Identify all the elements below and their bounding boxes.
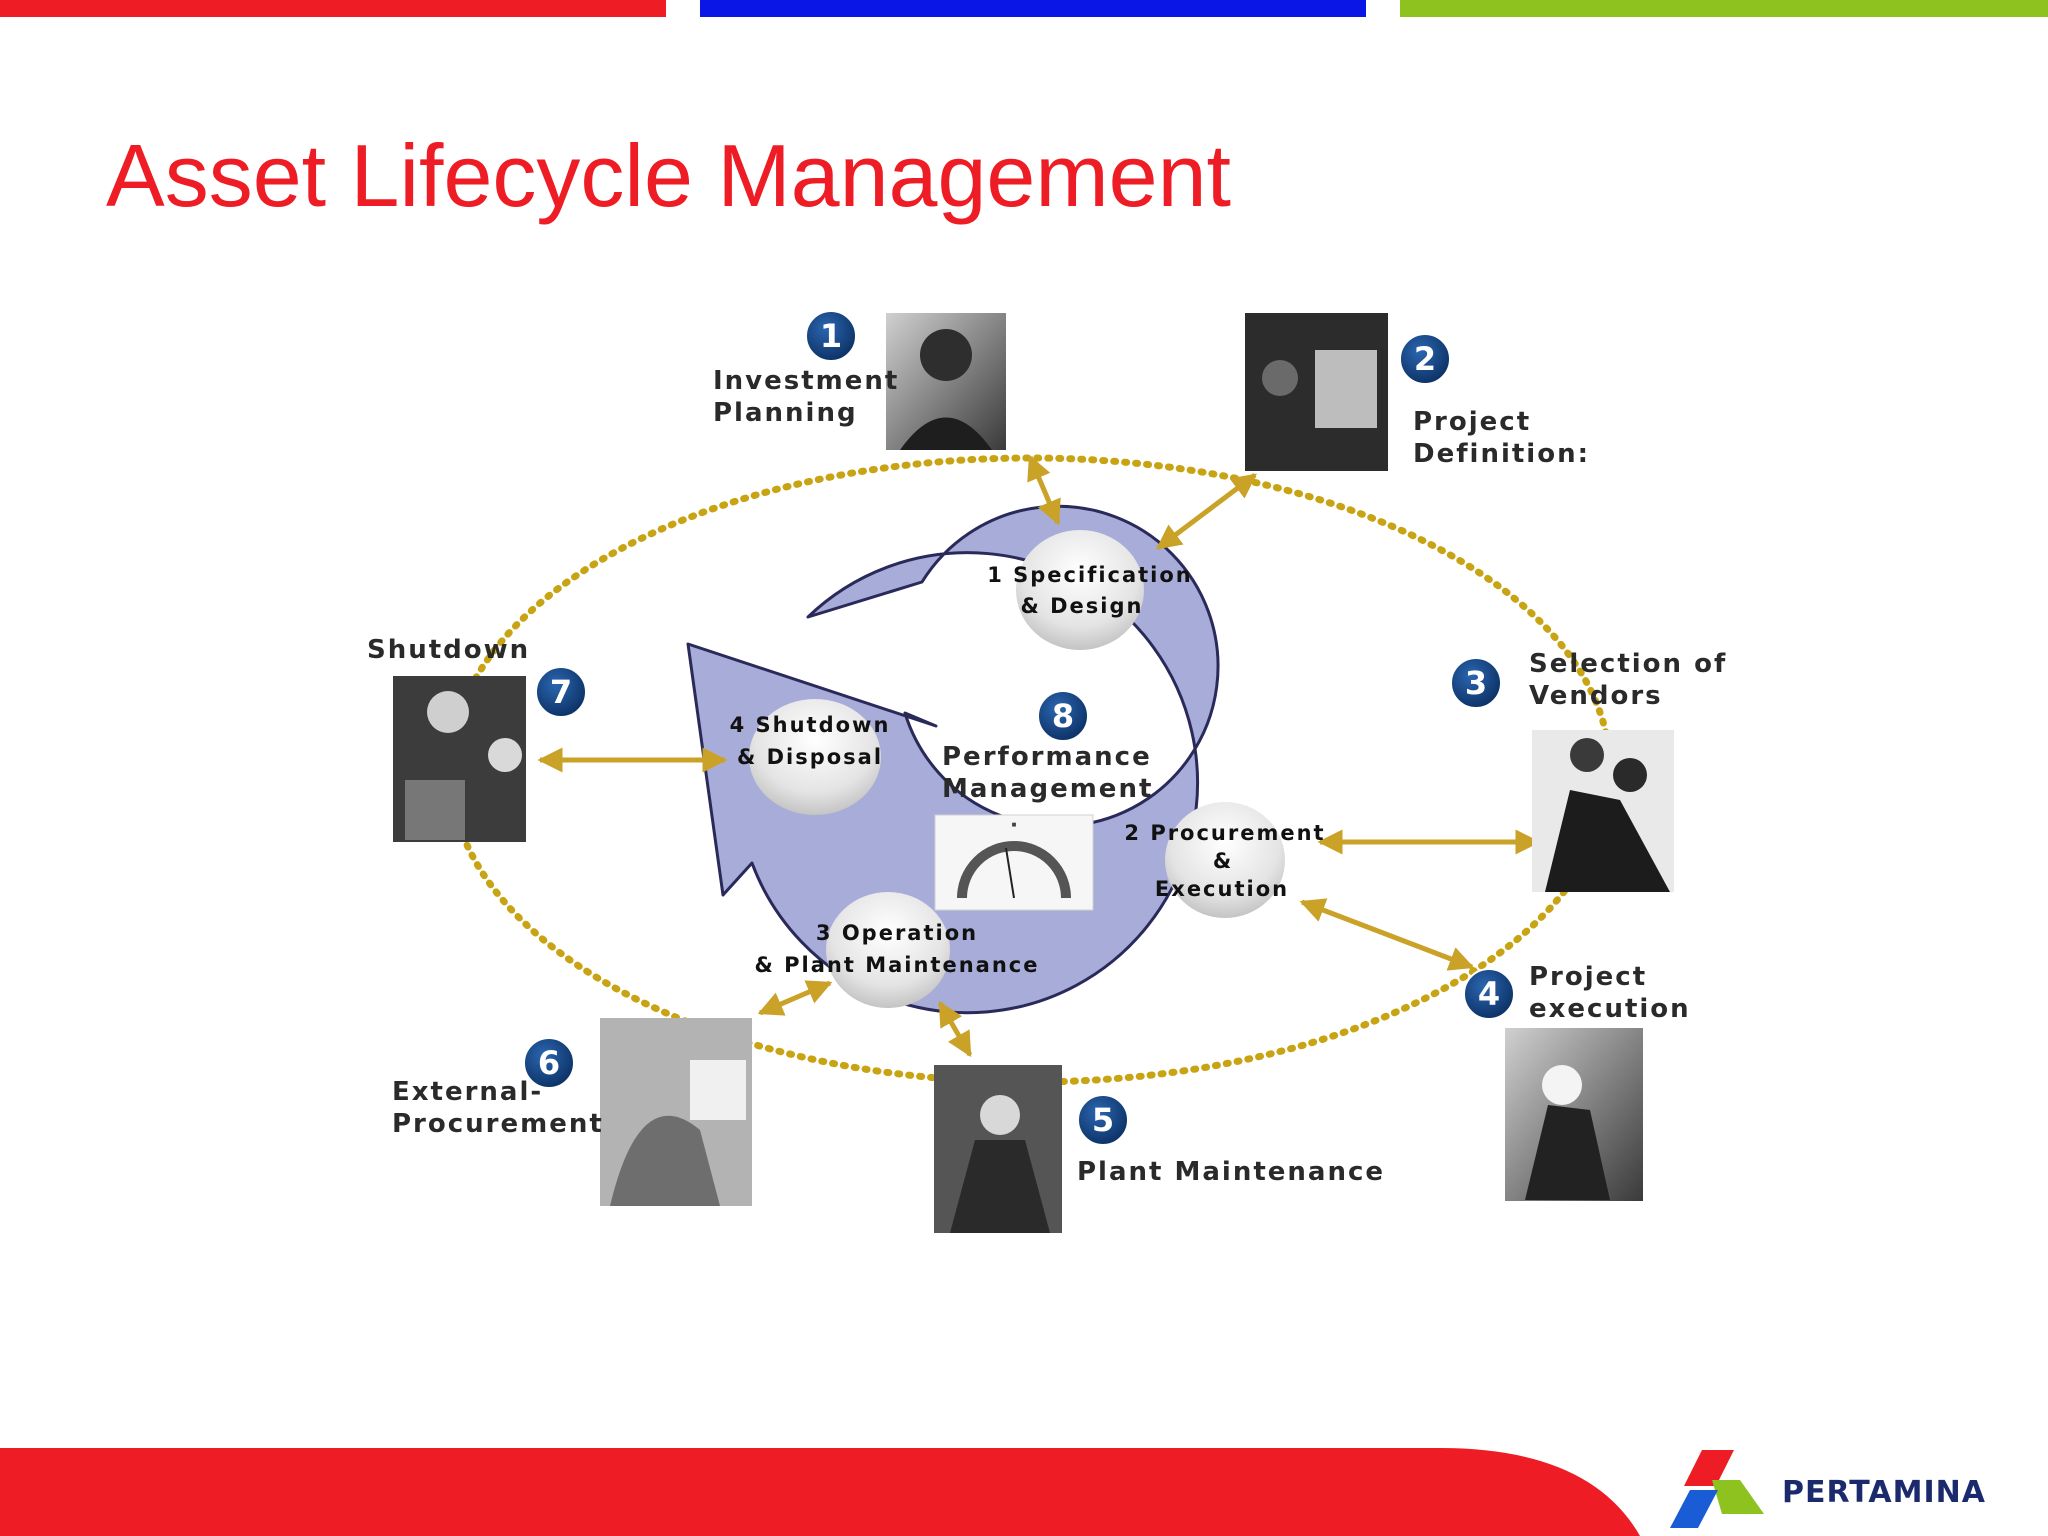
badge-7-circle (535, 666, 587, 718)
photo-selection-of-vendors (1532, 730, 1674, 892)
step2-label-line2: Definition: (1413, 439, 1590, 469)
photo-plant-maintenance (934, 1065, 1062, 1233)
stage4-ball (749, 699, 881, 815)
arrow-step5 (937, 1000, 973, 1058)
step1-label-line1: Investment (713, 366, 899, 396)
photo-shutdown (393, 676, 526, 842)
stage4-label-line2: & Disposal (737, 745, 883, 769)
step5-label-line1: Plant Maintenance (1077, 1157, 1385, 1187)
badge-3-circle (1450, 657, 1502, 709)
step7-label-line1: Shutdown (367, 635, 530, 665)
logo-mark-green (1712, 1480, 1764, 1514)
logo-text: PERTAMINA (1782, 1475, 1986, 1510)
center-label-line2: Management (942, 774, 1153, 804)
badge-8-circle (1037, 690, 1089, 742)
stage3-label-line1: 3 Operation (816, 921, 978, 945)
logo-mark-red (1684, 1450, 1734, 1486)
badge-3-number: 3 (1465, 664, 1487, 702)
badge-6-circle (523, 1037, 575, 1089)
badge-2-circle (1399, 333, 1451, 385)
photo-project-definition (1245, 313, 1388, 471)
arrow-step4 (1299, 898, 1475, 971)
connector-arrows (537, 454, 1541, 1058)
stage1-ball (1016, 530, 1144, 650)
logo-mark-blue (1670, 1490, 1718, 1528)
step6-label-line1: External- (392, 1077, 543, 1107)
step3-label-line1: Selection of (1529, 649, 1727, 679)
step4-label-line1: Project (1529, 962, 1647, 992)
arrow-step2 (1156, 473, 1257, 550)
top-bar-green (1400, 0, 2048, 17)
top-bar-red (0, 0, 666, 17)
stage3-ball (826, 892, 950, 1008)
badge-6-number: 6 (538, 1044, 560, 1082)
stage3-label-line2: & Plant Maintenance (755, 953, 1040, 977)
badge-7-number: 7 (550, 673, 572, 711)
pertamina-logo: PERTAMINA (1670, 1450, 1986, 1528)
photo-investment-planning (886, 313, 1006, 450)
top-bar-blue (700, 0, 1366, 17)
bottom-red-band (0, 1448, 1640, 1536)
stage2-label-line3: Execution (1155, 877, 1289, 901)
stage1-label-line1: 1 Specification (987, 563, 1193, 587)
badge-1-number: 1 (820, 317, 842, 355)
gauge-caption: ■ (1012, 822, 1017, 828)
badge-4-circle (1463, 968, 1515, 1020)
badge-8-number: 8 (1052, 697, 1074, 735)
center-label-line1: Performance (942, 742, 1152, 772)
stage1-label-line2: & Design (1021, 594, 1144, 618)
step1-label-line2: Planning (713, 398, 858, 428)
badge-1-circle (805, 310, 857, 362)
badge-5-circle (1077, 1094, 1129, 1146)
stage2-label-line1: 2 Procurement (1124, 821, 1325, 845)
stage2-label-line2: & (1213, 849, 1233, 873)
badge-4-number: 4 (1478, 975, 1500, 1013)
step4-label-line2: execution (1529, 994, 1691, 1024)
slide-title: Asset Lifecycle Management (106, 126, 1232, 225)
stage2-ball (1165, 802, 1285, 918)
step3-label-line2: Vendors (1529, 681, 1663, 711)
badge-2-number: 2 (1414, 340, 1436, 378)
arrow-step1 (1027, 454, 1061, 526)
step2-label-line1: Project (1413, 407, 1531, 437)
step6-label-line2: Procurement (392, 1109, 604, 1139)
stage4-label-line1: 4 Shutdown (730, 713, 891, 737)
badge-5-number: 5 (1092, 1101, 1114, 1139)
performance-gauge: ■ (934, 814, 1094, 911)
photo-external-procurement (600, 1018, 752, 1206)
arrow-step6 (757, 980, 833, 1016)
photo-project-execution (1505, 1028, 1643, 1201)
